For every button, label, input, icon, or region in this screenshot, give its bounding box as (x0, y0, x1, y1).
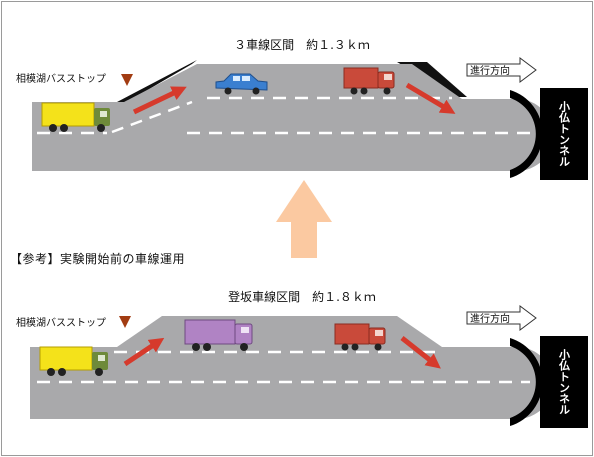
bottom-diagram: 登坂車線区間 約１.８ｋｍ 相模湖バスストップ (16, 289, 588, 428)
bottom-direction-arrow-icon (466, 305, 537, 331)
top-section-title: ３車線区間 約１.３ｋｍ (234, 37, 370, 52)
top-tunnel-block (540, 88, 588, 180)
bottom-yellow-truck-icon (39, 346, 108, 376)
bottom-merge-arrow-icon (123, 337, 165, 367)
large-up-arrow-icon (276, 180, 332, 258)
top-merge-arrow-icon (132, 86, 187, 115)
top-embankment-left (117, 60, 197, 102)
bottom-tunnel-block (540, 336, 588, 428)
bottom-section-title: 登坂車線区間 約１.８ｋｍ (228, 289, 376, 304)
top-lane-marking-ramp (111, 100, 193, 134)
bottom-bus-stop-marker-icon (119, 316, 131, 328)
bottom-tunnel-label: 小仏トンネル (558, 348, 572, 415)
bottom-direction-label: 進行方向 (470, 312, 510, 325)
bottom-red-truck-icon (334, 323, 386, 351)
top-yellow-truck-icon (41, 102, 110, 132)
bottom-purple-truck-icon (184, 319, 253, 351)
top-direction-label: 進行方向 (470, 64, 510, 77)
top-red-truck-icon (343, 67, 395, 95)
top-road (32, 64, 553, 171)
reference-heading: 【参考】実験開始前の車線運用 (10, 252, 186, 266)
top-bus-stop-marker-icon (121, 74, 133, 86)
bottom-tunnel-portal-icon (510, 338, 543, 426)
top-bus-stop-label: 相模湖バスストップ (16, 72, 106, 85)
bottom-road (30, 316, 553, 419)
top-diagram: ３車線区間 約１.３ｋｍ 相模湖バスストップ (16, 37, 588, 180)
top-blue-car-icon (215, 73, 268, 95)
top-tunnel-portal-icon (510, 90, 543, 178)
top-tunnel-label: 小仏トンネル (558, 100, 572, 167)
bottom-exit-arrow-icon (400, 336, 441, 369)
top-direction-arrow-icon (466, 57, 537, 83)
top-exit-arrow-icon (405, 82, 456, 114)
bottom-bus-stop-label: 相模湖バスストップ (16, 316, 106, 329)
